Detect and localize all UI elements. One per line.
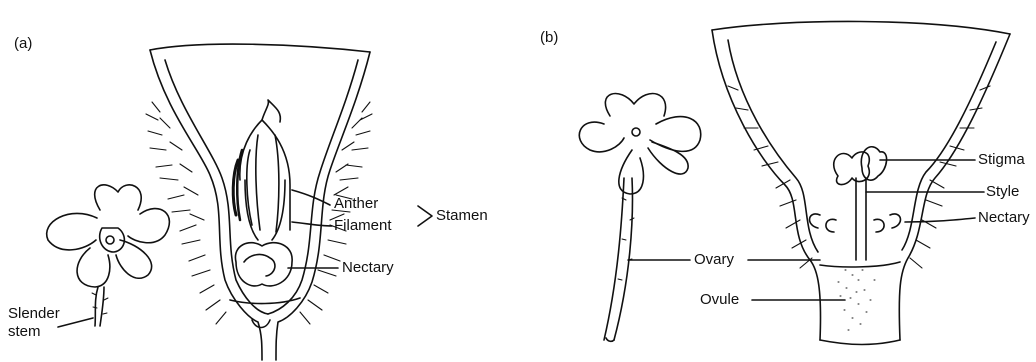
- panel-b-tag: (b): [540, 30, 558, 46]
- label-slender: Slender: [8, 306, 60, 322]
- female-flower-section: [712, 21, 1010, 344]
- label-stigma: Stigma: [978, 152, 1025, 168]
- label-nectary-a: Nectary: [342, 260, 394, 276]
- hairs-b: [728, 86, 990, 268]
- female-flower-small: [579, 94, 700, 342]
- label-style: Style: [986, 184, 1019, 200]
- label-ovule: Ovule: [700, 292, 739, 308]
- label-ovary: Ovary: [694, 252, 734, 268]
- label-stem: stem: [8, 324, 41, 340]
- hairs-right: [300, 102, 372, 324]
- hairs-left: [146, 102, 226, 324]
- leader-nectary-b: [905, 218, 975, 222]
- male-flower-small: [47, 185, 170, 326]
- leader-slender-stem: [58, 318, 93, 327]
- stamen-bracket: [418, 206, 432, 226]
- leader-filament: [292, 222, 332, 226]
- label-filament: Filament: [334, 218, 392, 234]
- label-anther: Anther: [334, 196, 378, 212]
- label-nectary-b: Nectary: [978, 210, 1030, 226]
- label-stamen: Stamen: [436, 208, 488, 224]
- panel-a-tag: (a): [14, 36, 32, 52]
